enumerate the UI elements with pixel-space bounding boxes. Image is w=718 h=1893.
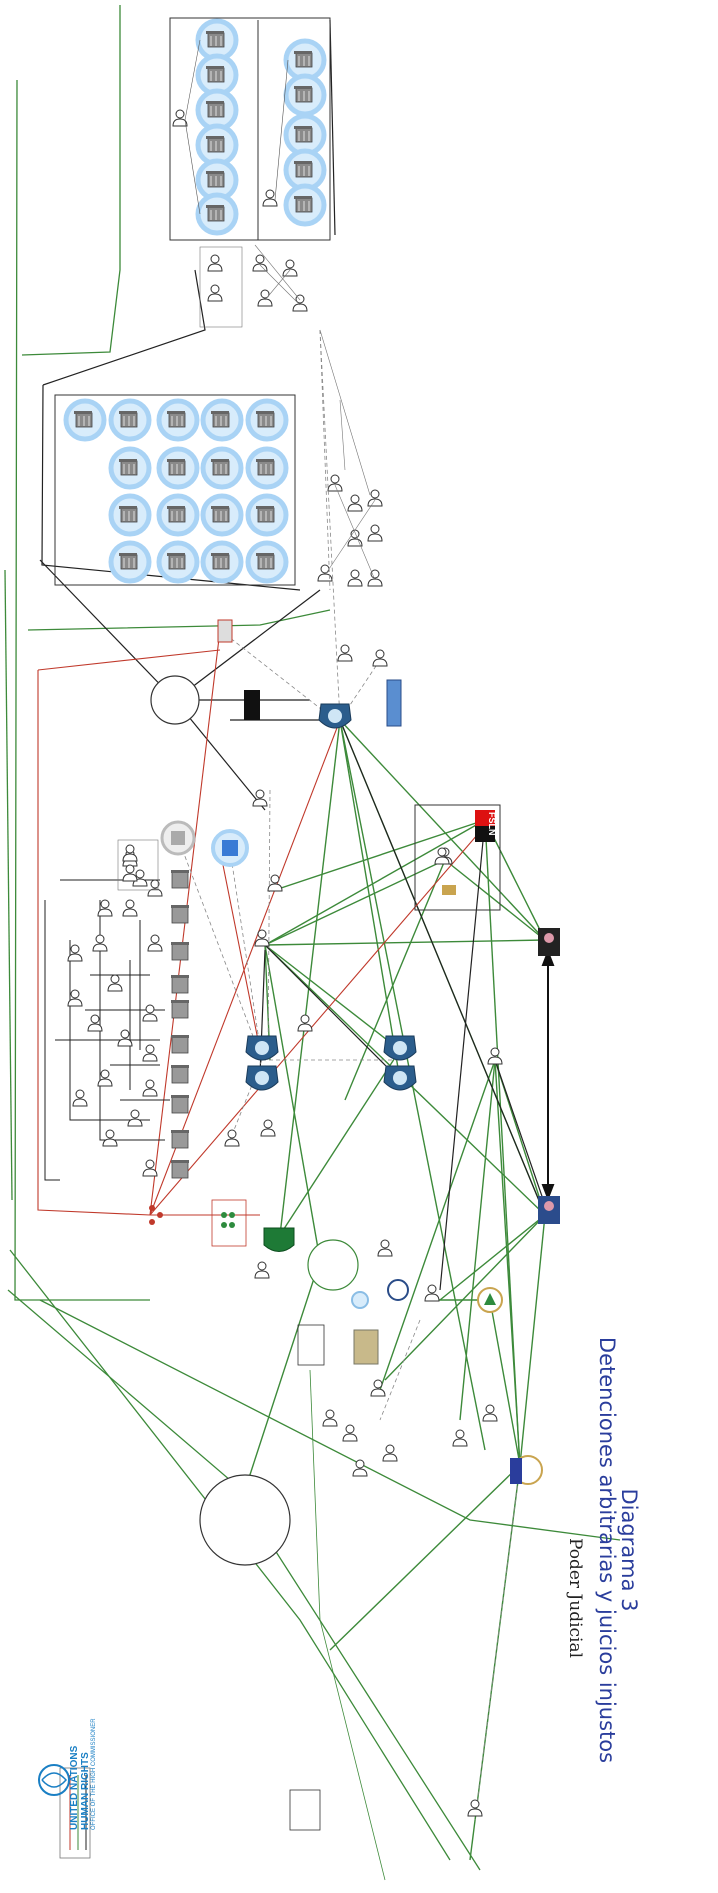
misc-icons <box>217 619 456 1365</box>
un-human-rights-logo: UNITED NATIONS HUMAN RIGHTS OFFICE OF TH… <box>34 1718 154 1870</box>
dashed-lines <box>174 329 521 1821</box>
un-logo-icon <box>38 1764 70 1796</box>
title-line2: Detenciones arbitrarias y juicios injust… <box>594 1336 619 1764</box>
judicial-symbols <box>477 1287 543 1485</box>
red-lines <box>37 629 491 1216</box>
left-person-network <box>44 849 170 1181</box>
left-building-column <box>170 869 190 1179</box>
center-building-icon <box>160 820 249 867</box>
top-building-cluster <box>169 17 331 241</box>
portraits <box>538 928 560 1224</box>
top-person-group <box>199 244 308 328</box>
top-left-box <box>117 839 159 891</box>
fsln-label: FSLN <box>487 812 497 836</box>
title-line1: Diagrama 3 <box>617 1488 641 1612</box>
double-arrow <box>541 949 555 1201</box>
police-badges <box>245 703 417 1252</box>
logo-line3: OFFICE OF THE HIGH COMMISSIONER <box>91 1718 97 1830</box>
diagram-title: Diagrama 3 Detenciones arbitrarias y jui… <box>570 1240 641 1860</box>
logo-line2: HUMAN RIGHTS <box>79 1752 91 1830</box>
bottom-boxes <box>289 1324 386 1881</box>
green-people-box <box>149 1199 247 1247</box>
outline-circles <box>150 675 359 1566</box>
fsln-box <box>414 804 501 911</box>
outer-black-lines <box>39 19 336 811</box>
logo-line1: UNITED NATIONS <box>69 1745 80 1830</box>
right-people-column <box>317 329 383 587</box>
legend <box>59 1767 91 1859</box>
middle-building-grid <box>54 394 296 586</box>
outer-green-lines <box>4 5 621 1871</box>
